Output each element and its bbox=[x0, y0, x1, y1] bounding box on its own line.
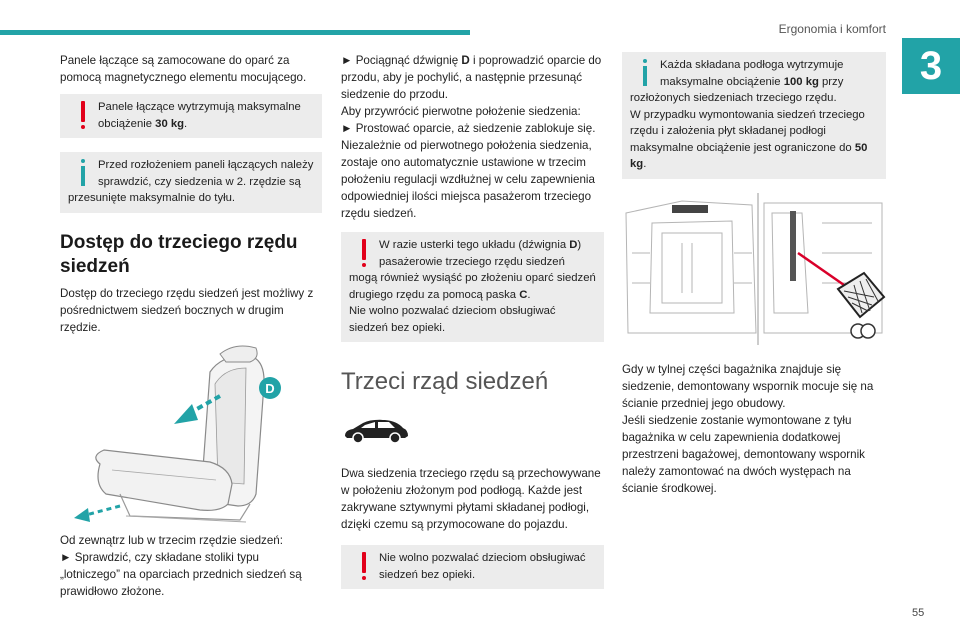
outside-paragraph-2: ► Sprawdzić, czy składane stoliki typu „… bbox=[60, 550, 302, 598]
warning-icon bbox=[76, 99, 90, 131]
header-accent-bar bbox=[0, 30, 470, 35]
load-value-100: 100 kg bbox=[783, 75, 819, 88]
warning-children-text: Nie wolno pozwalać dzieciom obsługiwać s… bbox=[379, 552, 586, 581]
regardless-paragraph: Niezależnie od pierwotnego położenia sie… bbox=[341, 139, 595, 220]
warning-note-failure: W razie usterki tego układu (dźwignia D)… bbox=[341, 232, 604, 342]
car-icon bbox=[345, 419, 408, 444]
lever-label: D bbox=[461, 54, 470, 67]
warning-load-value: 30 kg bbox=[155, 117, 185, 130]
strap-label: C bbox=[519, 288, 528, 301]
info-note-seats: Przed rozłożeniem paneli łączących należ… bbox=[60, 152, 322, 213]
step-text-end: i poprowadzić oparcie do przodu, aby je … bbox=[341, 54, 602, 101]
trunk-illustration bbox=[625, 192, 886, 345]
column-3: Każda składana podłoga wytrzymuje maksym… bbox=[622, 52, 886, 497]
warning-icon bbox=[357, 550, 371, 582]
warning-icon bbox=[357, 237, 371, 269]
step-pull-lever: ► Pociągnąć dźwignię D i poprowadzić opa… bbox=[341, 52, 604, 103]
warning-note-load: Panele łączące wytrzymują maksymalne obc… bbox=[60, 94, 322, 138]
warning-text-end: . bbox=[527, 288, 531, 301]
page-header-title: Ergonomia i komfort bbox=[778, 22, 886, 36]
strap-c-marker bbox=[850, 322, 876, 339]
column-1: Panele łączące są zamocowane do oparć za… bbox=[60, 52, 322, 600]
info-text: Każda składana podłoga wytrzymuje maksym… bbox=[660, 59, 844, 88]
info-text-mid: przy rozłożonych siedzeniach trzeciego r… bbox=[630, 75, 844, 105]
seat-illustration: D bbox=[74, 345, 281, 522]
third-row-paragraph: Dwa siedzenia trzeciego rzędu są przecho… bbox=[341, 467, 601, 531]
support-paragraph: Gdy w tylnej części bagażnika znajduje s… bbox=[622, 362, 874, 410]
warning-text: Panele łączące wytrzymują maksymalne obc… bbox=[98, 101, 301, 130]
info-icon bbox=[76, 157, 90, 189]
info-note-floor-load: Każda składana podłoga wytrzymuje maksym… bbox=[622, 52, 886, 179]
trunk-support-figure bbox=[622, 192, 886, 345]
access-paragraph: Dostęp do trzeciego rzędu siedzeń jest m… bbox=[60, 286, 314, 334]
label-d-text: D bbox=[265, 381, 274, 396]
section-heading-third-row: Trzeci rząd siedzeń bbox=[341, 368, 549, 395]
warning-text: W razie usterki tego układu (dźwignia bbox=[379, 239, 570, 251]
lever-label: D bbox=[569, 239, 578, 251]
page-number: 55 bbox=[912, 607, 925, 619]
warning-text-end: . bbox=[184, 117, 188, 130]
info-icon bbox=[638, 57, 652, 89]
info-text-end: . bbox=[643, 158, 647, 170]
column-2: ► Pociągnąć dźwignię D i poprowadzić opa… bbox=[341, 52, 604, 597]
intro-paragraph: Panele łączące są zamocowane do oparć za… bbox=[60, 54, 307, 84]
seat-lever-figure: D bbox=[60, 344, 322, 528]
step-text: ► Pociągnąć dźwignię bbox=[341, 54, 462, 67]
load-value-50: 50 kg bbox=[630, 141, 868, 171]
restore-intro: Aby przywrócić pierwotne położenie siedz… bbox=[341, 105, 581, 118]
restore-step: ► Prostować oparcie, aż siedzenie zablok… bbox=[341, 122, 596, 135]
warning-note-children: Nie wolno pozwalać dzieciom obsługiwać s… bbox=[341, 545, 604, 589]
warning-text-mid: ) pasażerowie trzeciego rzędu siedzeń mo… bbox=[349, 239, 596, 301]
label-d-marker bbox=[259, 376, 281, 399]
info-text-2: W przypadku wymontowania siedzeń trzecie… bbox=[630, 108, 865, 154]
support-paragraph-2: Jeśli siedzenie zostanie wymontowane z t… bbox=[622, 413, 865, 495]
section-heading-access: Dostęp do trzeciego rzędu siedzeń bbox=[60, 231, 298, 277]
chapter-number-tab: 3 bbox=[902, 38, 960, 94]
info-text: Przed rozłożeniem paneli łączących należ… bbox=[68, 159, 314, 204]
warning-children-text: Nie wolno pozwalać dzieciom obsługiwać s… bbox=[349, 305, 556, 334]
outside-paragraph-1: Od zewnątrz lub w trzecim rzędzie siedze… bbox=[60, 533, 283, 547]
